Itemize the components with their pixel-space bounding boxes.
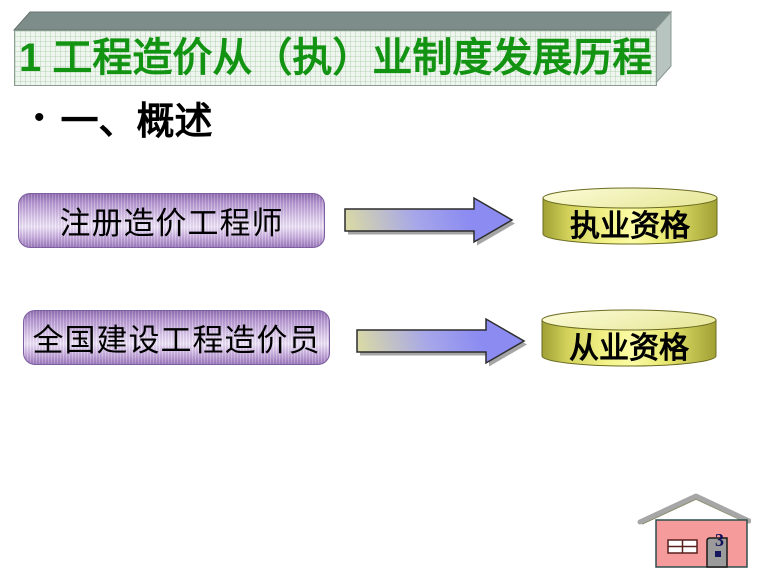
pill-national-cost-estimator: 全国建设工程造价员 — [23, 310, 330, 365]
title-bar-face: 1 工程造价从（执）业制度发展历程 — [14, 30, 657, 86]
page-title: 1 工程造价从（执）业制度发展历程 — [19, 36, 653, 80]
pill-registered-cost-engineer: 注册造价工程师 — [18, 193, 325, 248]
section-heading: • 一、概述 — [34, 90, 213, 145]
cylinder-practice-qualification: 执业资格 — [542, 187, 718, 245]
title-banner: 1 工程造价从（执）业制度发展历程 — [0, 0, 690, 95]
cylinder-shape-icon — [542, 187, 718, 245]
pill-label: 注册造价工程师 — [59, 206, 284, 241]
section-heading-text: 一、概述 — [60, 101, 213, 143]
bullet-marker: • — [34, 100, 45, 134]
cylinder-profession-qualification: 从业资格 — [541, 309, 717, 367]
cylinder-shape-icon — [541, 309, 717, 367]
pill-label: 全国建设工程造价员 — [32, 323, 321, 358]
cylinder-label: 从业资格 — [569, 332, 689, 365]
right-arrow-icon — [356, 317, 527, 367]
cylinder-label: 执业资格 — [570, 210, 690, 243]
right-arrow-icon — [344, 196, 515, 246]
home-icon[interactable] — [636, 489, 751, 569]
page-number: 3 — [715, 530, 724, 550]
